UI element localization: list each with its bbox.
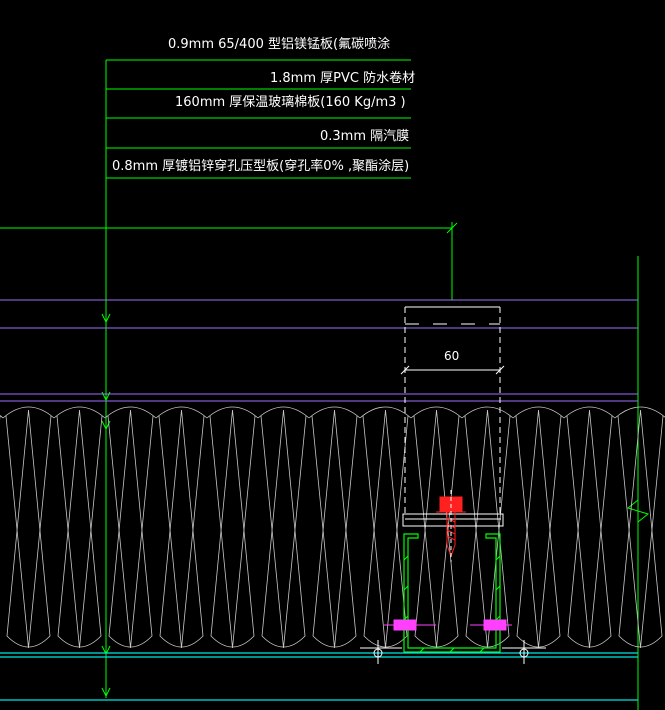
- leader-group: [101, 59, 411, 698]
- insulation-hatch: [0, 406, 665, 649]
- insulation-fiber-inverse: [465, 409, 510, 648]
- insulation-arc-top: [410, 406, 463, 419]
- right-break-mark: [626, 499, 650, 523]
- insulation-arc-top: [614, 406, 665, 419]
- insulation-fiber: [566, 415, 613, 649]
- insulation-fiber-inverse: [159, 409, 204, 648]
- insulation-fiber: [515, 415, 562, 649]
- insulation-fiber: [107, 415, 154, 649]
- panel-lines: [0, 299, 638, 402]
- screw: [436, 490, 466, 562]
- outline-tick: [446, 222, 458, 234]
- insulation-arc-top: [359, 406, 412, 419]
- insulation-arc-top: [53, 406, 106, 419]
- insulation-fiber-inverse: [567, 409, 612, 648]
- insulation-fiber: [413, 415, 460, 649]
- insulation-arc-top: [2, 406, 55, 419]
- purlin-outline: [403, 533, 501, 653]
- leader-arrow: [101, 313, 111, 324]
- insulation-arc-top: [308, 406, 361, 419]
- insulation-fiber-inverse: [414, 409, 459, 648]
- label-membrane: 1.8mm 厚PVC 防水卷材: [270, 70, 415, 86]
- insulation-fiber: [311, 415, 358, 649]
- side-bolts: [384, 619, 512, 631]
- dimension-label-60: 60: [444, 349, 459, 363]
- insulation-fiber: [56, 415, 103, 649]
- bracket-dimension: [400, 306, 505, 515]
- insulation-fiber-inverse: [6, 409, 51, 648]
- insulation-fiber: [464, 415, 511, 649]
- leader-arrow: [101, 391, 111, 402]
- clip-plate-rect: [402, 513, 504, 527]
- insulation-arc-top: [563, 406, 616, 419]
- insulation-arc-top: [257, 406, 310, 419]
- insulation-arc-top: [155, 406, 208, 419]
- insulation-arc-top: [104, 406, 157, 419]
- dim-tick-left: [400, 365, 410, 375]
- insulation-fiber-inverse: [210, 409, 255, 648]
- insulation-arc-top: [206, 406, 259, 419]
- clip-plate: [402, 513, 504, 527]
- insulation-arc-top: [461, 406, 514, 419]
- deck-fasteners: [360, 640, 546, 664]
- deck-lines: [0, 652, 638, 701]
- insulation-fiber-inverse: [516, 409, 561, 648]
- insulation-arc-top: [512, 406, 565, 419]
- label-panel: 0.9mm 65/400 型铝镁锰板(氟碳喷涂: [168, 36, 390, 52]
- insulation-fiber: [209, 415, 256, 649]
- outline-group: [0, 222, 650, 710]
- insulation-fiber-inverse: [363, 409, 408, 648]
- purlin-section: [403, 533, 501, 653]
- label-deck: 0.8mm 厚镀铝锌穿孔压型板(穿孔率0% ,聚酯涂层): [112, 158, 409, 174]
- insulation-arc-top: [0, 415, 4, 419]
- leader-arrow: [101, 645, 111, 656]
- leader-arrow: [101, 687, 111, 698]
- insulation-fiber-inverse: [312, 409, 357, 648]
- insulation-fiber: [617, 415, 664, 649]
- insulation-fiber: [158, 415, 205, 649]
- insulation-fiber-inverse: [261, 409, 306, 648]
- label-insulation: 160mm 厚保温玻璃棉板(160 Kg/m3 ): [175, 95, 406, 110]
- insulation-fiber: [260, 415, 307, 649]
- insulation-fiber-inverse: [57, 409, 102, 648]
- label-vapor: 0.3mm 隔汽膜: [320, 129, 409, 144]
- insulation-fiber: [362, 415, 409, 649]
- insulation-fiber: [5, 415, 52, 649]
- insulation-fiber-inverse: [618, 409, 663, 648]
- insulation-fiber-inverse: [108, 409, 153, 648]
- dim-tick-right: [495, 365, 505, 375]
- purlin-hatch: [403, 555, 501, 653]
